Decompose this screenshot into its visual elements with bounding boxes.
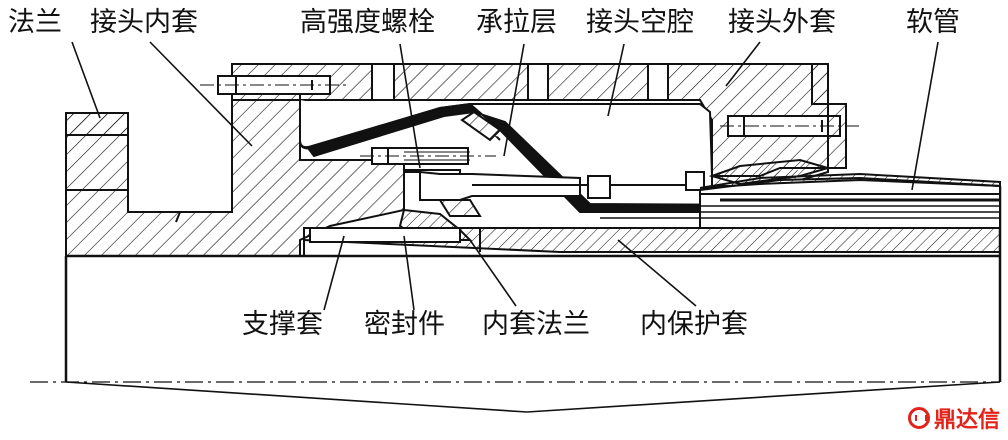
label-seal: 密封件 xyxy=(364,309,445,340)
label-outer-sleeve: 接头外套 xyxy=(728,7,836,38)
brand-name: 鼎达信 xyxy=(933,408,1000,433)
label-flange: 法兰 xyxy=(8,7,62,38)
label-inner-protective: 内保护套 xyxy=(640,309,748,340)
label-tension-layer: 承拉层 xyxy=(476,7,557,38)
right-bolt xyxy=(720,103,860,169)
top-left-bolt xyxy=(200,75,350,95)
flange-body xyxy=(65,99,405,257)
high-strength-bolt xyxy=(360,147,496,165)
logo-seal-icon xyxy=(907,407,930,429)
hose-layers xyxy=(600,158,1001,229)
label-cavity: 接头空腔 xyxy=(586,7,694,38)
centerline xyxy=(30,381,1001,413)
label-hose: 软管 xyxy=(906,7,960,38)
label-inner-flange: 内套法兰 xyxy=(482,309,590,340)
brand-watermark: 鼎达信 xyxy=(907,402,1000,434)
label-bolt: 高强度螺栓 xyxy=(300,7,435,38)
support-and-protective-sleeve xyxy=(303,227,1001,256)
leader-lines xyxy=(71,41,939,311)
label-support-sleeve: 支撑套 xyxy=(242,309,323,340)
label-inner-sleeve: 接头内套 xyxy=(90,7,198,38)
